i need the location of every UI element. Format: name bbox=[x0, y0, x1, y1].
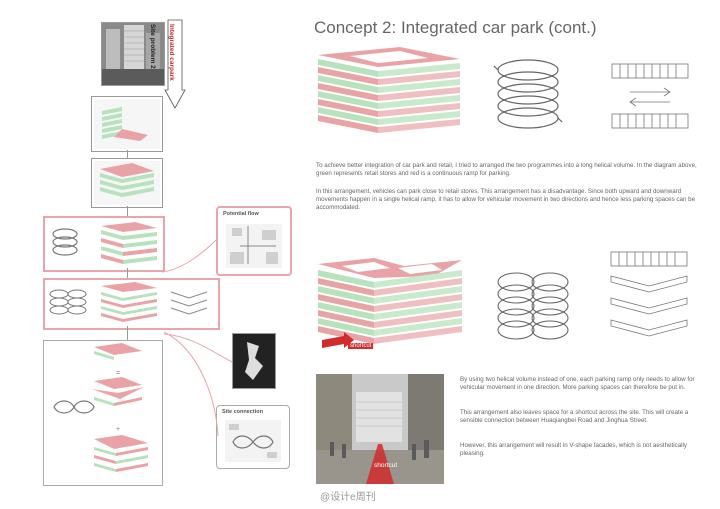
svg-text:+: + bbox=[116, 426, 120, 433]
potential-flow-label: Potential flow bbox=[223, 211, 259, 217]
site-connection-frame: Site connection bbox=[216, 405, 290, 469]
double-helix-diagram bbox=[497, 272, 569, 340]
street-photo bbox=[316, 374, 444, 484]
section2-paragraph-3: However, this arrangement will result in… bbox=[460, 442, 687, 457]
site-photo-graphic bbox=[102, 23, 164, 85]
section2-paragraph-1: By using two helical volume instead of o… bbox=[460, 376, 695, 391]
integrated-carpark-arrow bbox=[164, 19, 186, 109]
step-double-helix-frame bbox=[43, 278, 220, 330]
massing-2-graphic bbox=[94, 161, 160, 205]
site-connection-graphic bbox=[225, 420, 281, 462]
single-helix-diagram bbox=[493, 59, 563, 129]
site-connection-label: Site connection bbox=[222, 409, 263, 415]
potential-flow-frame: Potential flow bbox=[216, 206, 292, 276]
connector-line bbox=[127, 206, 128, 216]
connector-line bbox=[127, 326, 128, 340]
detailed-helix-graphic: = + bbox=[53, 343, 148, 472]
figure-model-photo bbox=[232, 333, 276, 389]
single-helix-graphic bbox=[52, 222, 157, 264]
step-massing-1 bbox=[91, 96, 163, 152]
model-photo-graphic bbox=[245, 342, 263, 380]
photo-shortcut-label: shortcut bbox=[374, 462, 398, 469]
section1-paragraph-2: In this arrangement, vehicles can park c… bbox=[316, 188, 696, 211]
single-helix-massing bbox=[318, 47, 460, 133]
double-helix-graphic bbox=[49, 282, 208, 322]
section2-paragraph-2: This arrangement also leaves space for a… bbox=[460, 409, 689, 424]
flow-connector bbox=[161, 239, 217, 273]
step-massing-2 bbox=[91, 158, 163, 208]
connector-line bbox=[127, 150, 128, 158]
page-title: Concept 2: Integrated car park (cont.) bbox=[314, 18, 597, 37]
section1-paragraph-1: To achieve better integration of car par… bbox=[316, 162, 697, 177]
parking-bays-diagram bbox=[611, 63, 689, 129]
double-helix-massing bbox=[318, 258, 462, 348]
integrated-carpark-label: Integrated carpark bbox=[168, 24, 175, 81]
svg-text:=: = bbox=[116, 370, 120, 377]
watermark: @设计e周刊 bbox=[320, 492, 376, 503]
v-shape-bays-diagram bbox=[610, 251, 688, 337]
step-single-helix-frame bbox=[43, 216, 165, 272]
shortcut-label: shortcut bbox=[348, 343, 374, 349]
potential-flow-graphic bbox=[226, 224, 282, 268]
site-problem-label: Site problem 2 bbox=[149, 24, 156, 69]
site-problem-photo bbox=[101, 22, 165, 86]
photo-connector bbox=[163, 333, 233, 363]
step-detailed-helix-frame: = + bbox=[43, 340, 163, 486]
connector-line bbox=[127, 268, 128, 278]
massing-1-graphic bbox=[94, 99, 160, 149]
street-photo-graphic bbox=[316, 374, 444, 484]
connection-connector bbox=[163, 331, 219, 437]
